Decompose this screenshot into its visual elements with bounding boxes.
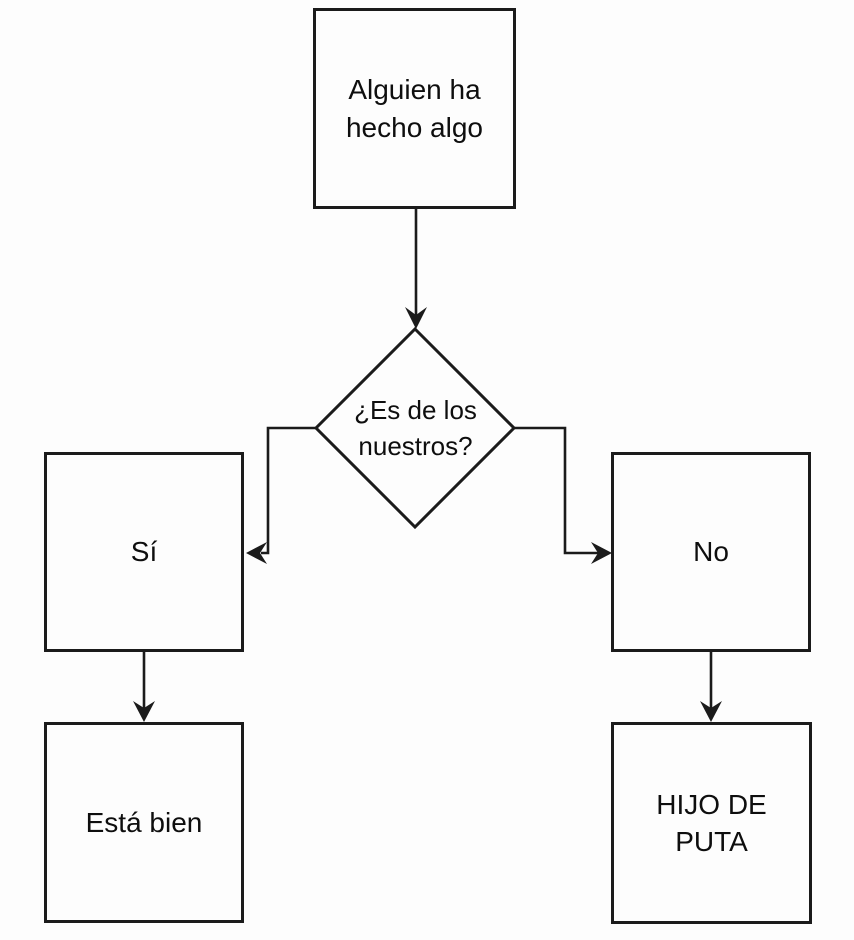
edge-no-to-no-result [700,652,722,722]
arrowhead-down-icon [133,701,155,722]
flow-node-no-result: HIJO DE PUTA [611,722,812,924]
flow-node-start: Alguien ha hecho algo [313,8,516,209]
flow-node-no: No [611,452,811,652]
flow-node-decision: ¿Es de los nuestros? [335,390,496,468]
arrowhead-down-icon [405,307,427,329]
flow-node-start-label: Alguien ha hecho algo [345,74,483,143]
arrowhead-left-icon [246,542,267,564]
flow-node-no-result-label: HIJO DE PUTA [656,788,767,857]
flow-node-no-label: No [693,536,729,568]
edge-decision-to-no [513,426,612,564]
edge-start-to-decision [405,209,427,329]
arrowhead-right-icon [591,542,612,564]
flow-node-yes: Sí [44,452,244,652]
flow-node-yes-label: Sí [130,536,158,568]
decision-diamond-shape [313,326,517,530]
flow-node-decision-label: ¿Es de los nuestros? [354,395,477,461]
flow-node-yes-result-label: Está bien [85,806,203,838]
edge-yes-to-yes-result [133,652,155,722]
flow-node-yes-result: Está bien [44,722,244,923]
arrowhead-down-icon [700,701,722,722]
edge-decision-to-yes [246,426,318,564]
